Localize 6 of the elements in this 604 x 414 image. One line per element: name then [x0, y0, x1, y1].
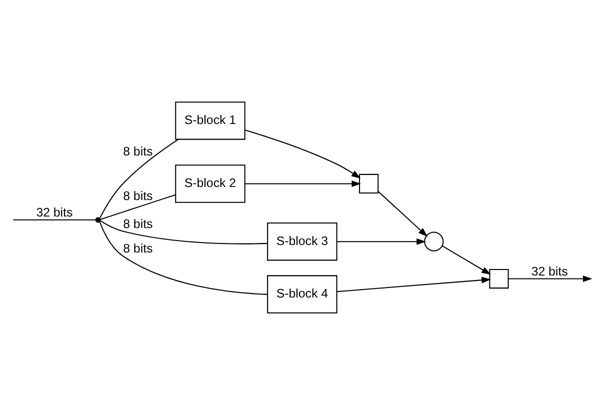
edge-label: 8 bits [123, 188, 153, 202]
edge-label: 8 bits [123, 216, 153, 230]
edge-label: 32 bits [36, 204, 73, 219]
edge-label: 8 bits [123, 144, 153, 158]
edge-label: 8 bits [123, 241, 153, 256]
edge-label: 32 bits [531, 264, 568, 278]
